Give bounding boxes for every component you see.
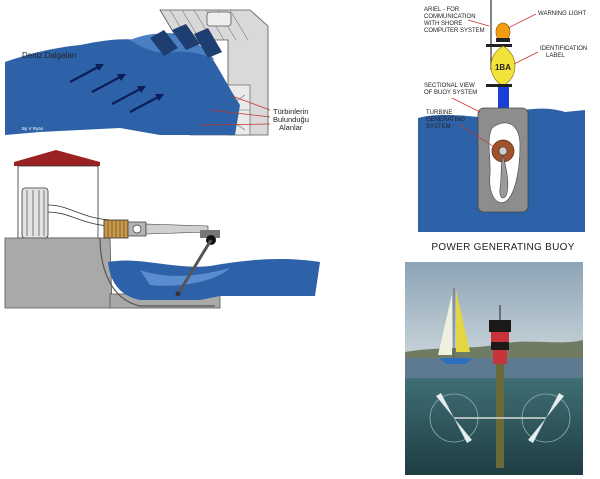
turbine-label-line-1: Türbinlerin [273, 107, 308, 116]
turbine-blades-right [527, 392, 565, 444]
drum-ribs [26, 190, 45, 236]
coil-windings [107, 220, 125, 238]
wave-label: Deniz Dalgaları [22, 51, 77, 60]
shore-platform [4, 237, 113, 309]
sea-water [108, 259, 320, 300]
buoy-pointer-lines [451, 13, 539, 149]
buoy-red-band [491, 332, 509, 342]
turbine-blades-left [435, 392, 473, 444]
arrow-heads [95, 64, 164, 101]
house-roof [14, 150, 100, 166]
buoy-black-band [491, 342, 509, 350]
credit-label: By V Ryan [22, 126, 44, 131]
buoy-top-cap [489, 320, 511, 332]
sectional-label-line-1: SECTIONAL VIEW [424, 83, 475, 89]
gear-wheel [132, 224, 142, 234]
identification-badge: 1BA [495, 63, 511, 72]
turbine-label-line-1: TURBINE [426, 110, 452, 116]
pivot-support [200, 230, 220, 238]
turbine-hub [498, 146, 508, 156]
sail-right [456, 290, 470, 352]
blue-column [498, 87, 509, 109]
sectional-label-line-2: OF BUOY SYSTEM [424, 90, 477, 96]
chamber-wall [99, 237, 215, 307]
wave-highlight [140, 268, 230, 286]
turbine-label-line-3: Alanlar [279, 123, 303, 132]
boat-hull [440, 358, 472, 364]
warning-light-label: WARNING LIGHT [538, 11, 586, 17]
buoy-column [496, 364, 504, 468]
clamp-lower [486, 84, 512, 87]
wave-chamber-illustration: Deniz Dalgaları By V Ryan Türbinlerin Bu… [5, 9, 309, 136]
turbine-pointer-lines [199, 95, 271, 126]
underwater [405, 378, 583, 475]
turbine-blade [499, 154, 509, 199]
chamber-openings [150, 24, 222, 58]
drive-shaft [145, 223, 209, 235]
clamp-upper [486, 44, 512, 47]
float-joint [175, 291, 181, 297]
buoy-render-illustration [405, 262, 583, 475]
turbine-housing [206, 11, 232, 27]
ariel-label-line-4: COMPUTER SYSTEM [424, 28, 485, 34]
lever-arm [176, 239, 213, 295]
wave-direction-arrows [69, 65, 161, 113]
turbine-label-line-2: GENERATING [426, 117, 466, 123]
ariel-label-line-2: COMMUNICATION [424, 14, 476, 20]
identification-label-line-1: IDENTIFICATION [540, 46, 587, 52]
ariel-label-line-1: ARIEL - FOR [424, 7, 460, 13]
shore-generator-illustration [4, 150, 320, 309]
power-cable-2 [47, 211, 111, 227]
sail-left [438, 294, 452, 355]
warning-light-base [496, 38, 510, 42]
buoy-caption: POWER GENERATING BUOY [431, 242, 574, 253]
ariel-label-line-3: WITH SHORE [424, 21, 462, 27]
identification-label-line-2: LABEL [546, 53, 565, 59]
buoy-lower-red [493, 350, 507, 364]
power-cable [47, 204, 111, 221]
sea-water-wave [5, 33, 240, 135]
buoy-sectional-diagram: 1BA ARIEL - FOR COMMUNICATION WITH SHORE… [418, 0, 587, 253]
turbine-label-line-3: SYSTEM [426, 124, 451, 130]
turbine-label-line-2: Bulunduğu [273, 115, 309, 124]
